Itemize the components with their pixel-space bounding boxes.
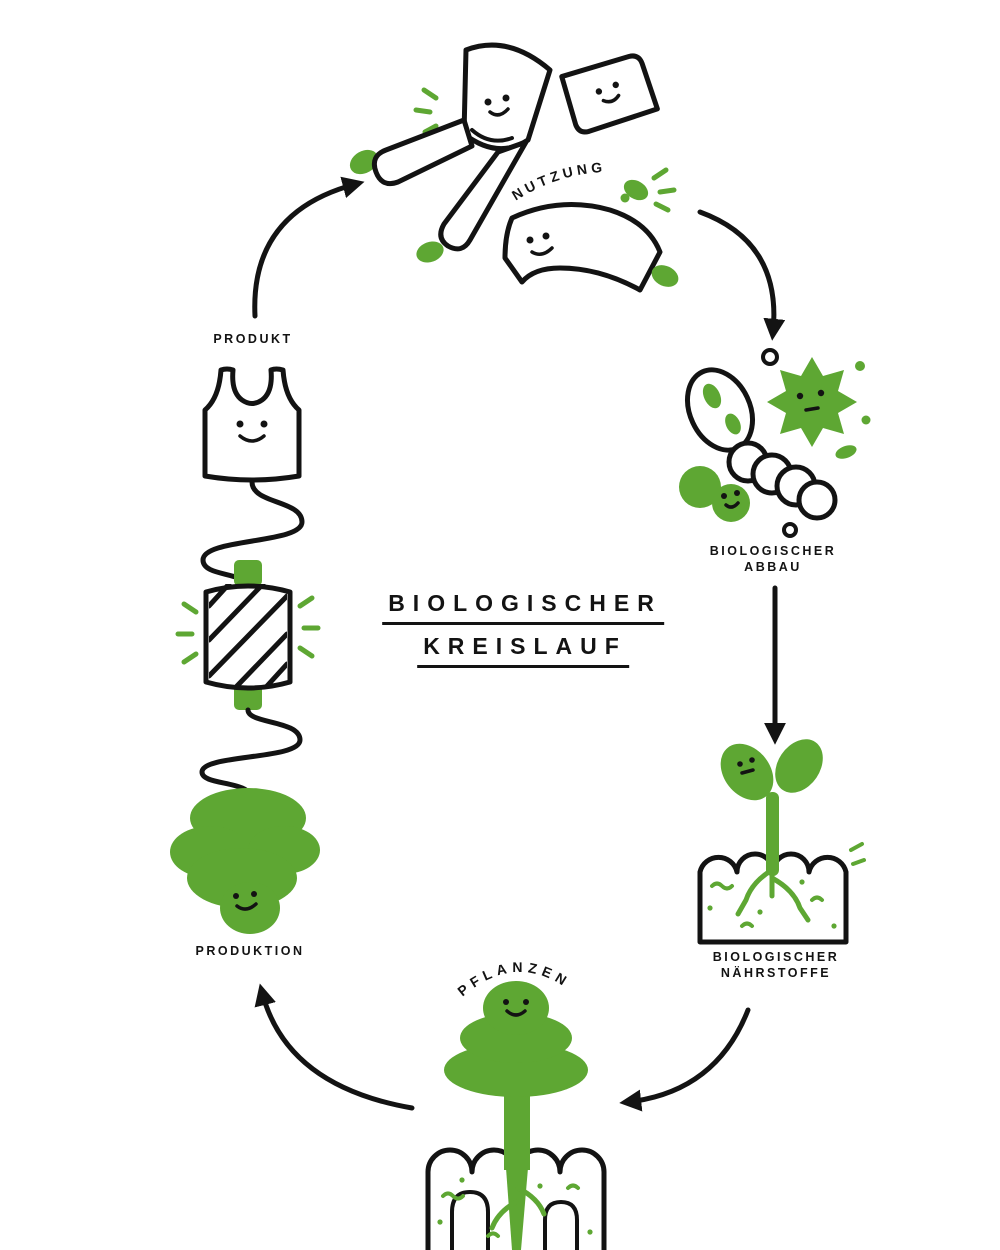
title-line-1: BIOLOGISCHER <box>382 590 664 625</box>
root-branch <box>489 1199 519 1231</box>
sparkle-icon <box>413 87 439 135</box>
glove-icon <box>349 149 379 175</box>
root-arch <box>450 1190 490 1250</box>
microbe-peanut <box>679 466 750 522</box>
sprout <box>720 739 823 876</box>
soil-speckles <box>707 842 866 929</box>
garment-sweater <box>371 42 553 252</box>
arrow-produkt-to-nutzung <box>252 176 365 319</box>
tree-canopy <box>444 981 588 1097</box>
microbe-bubble <box>761 348 779 366</box>
yarn-spool-illustration <box>175 560 321 710</box>
arrow-nutzung-to-abbau <box>697 209 786 341</box>
yarn-thread <box>199 707 303 801</box>
tank-top-illustration <box>202 366 302 483</box>
smiley-face <box>526 232 554 256</box>
plant-illustration <box>170 788 320 934</box>
sparkle-icon <box>651 167 677 213</box>
microbe-caterpillar <box>726 440 838 521</box>
root-branch <box>515 1185 547 1217</box>
glove-icon <box>651 265 679 287</box>
microbes-illustration <box>679 348 871 538</box>
roots <box>735 859 811 923</box>
smiley-face <box>595 81 621 104</box>
glove-icon <box>416 241 444 263</box>
spool-cap <box>234 560 262 586</box>
microbe-speck <box>835 445 857 459</box>
diagram-title: BIOLOGISCHER KREISLAUF <box>382 586 664 672</box>
label-biologische-naehrstoffe: BIOLOGISCHER NÄHRSTOFFE <box>712 950 840 980</box>
sparkle-icon <box>175 595 321 665</box>
title-line-2: KREISLAUF <box>417 633 629 668</box>
arrow-pflanzen-to-produktion <box>254 983 415 1111</box>
soil-speckles <box>437 1177 593 1238</box>
arrow-naehrstoffe-to-pflanzen <box>619 1007 751 1112</box>
label-produkt: PRODUKT <box>213 332 293 346</box>
label-biologischer-abbau: BIOLOGISCHER ABBAU <box>709 544 837 574</box>
cycle-arrows <box>252 176 787 1112</box>
microbe-speck <box>861 415 871 425</box>
smiley-face <box>233 891 258 911</box>
production-chain-illustration <box>170 366 321 934</box>
microbe-spiky <box>767 357 857 447</box>
label-nutzung: NUTZUNG <box>509 159 607 204</box>
label-produktion: PRODUKTION <box>195 944 305 958</box>
tree-roots-illustration: PFLANZEN <box>425 959 607 1250</box>
smiley-face <box>721 490 740 509</box>
microbe-speck <box>855 361 865 371</box>
spool-cap <box>234 684 262 710</box>
microbe-bubble <box>782 522 798 538</box>
smiley-face <box>737 757 755 775</box>
garment-sweater <box>502 202 663 293</box>
smiley-face <box>796 389 825 412</box>
smiley-face <box>484 94 510 117</box>
garment-shirt <box>559 53 660 135</box>
thread-hatching <box>209 584 287 686</box>
smiley-face <box>503 999 529 1017</box>
yarn-thread <box>200 479 305 587</box>
smiley-face <box>236 420 268 443</box>
clothes-illustration: NUTZUNG <box>349 42 679 293</box>
sprout-soil-illustration <box>697 739 866 945</box>
root-arch <box>543 1200 579 1250</box>
glove-icon <box>620 179 649 203</box>
